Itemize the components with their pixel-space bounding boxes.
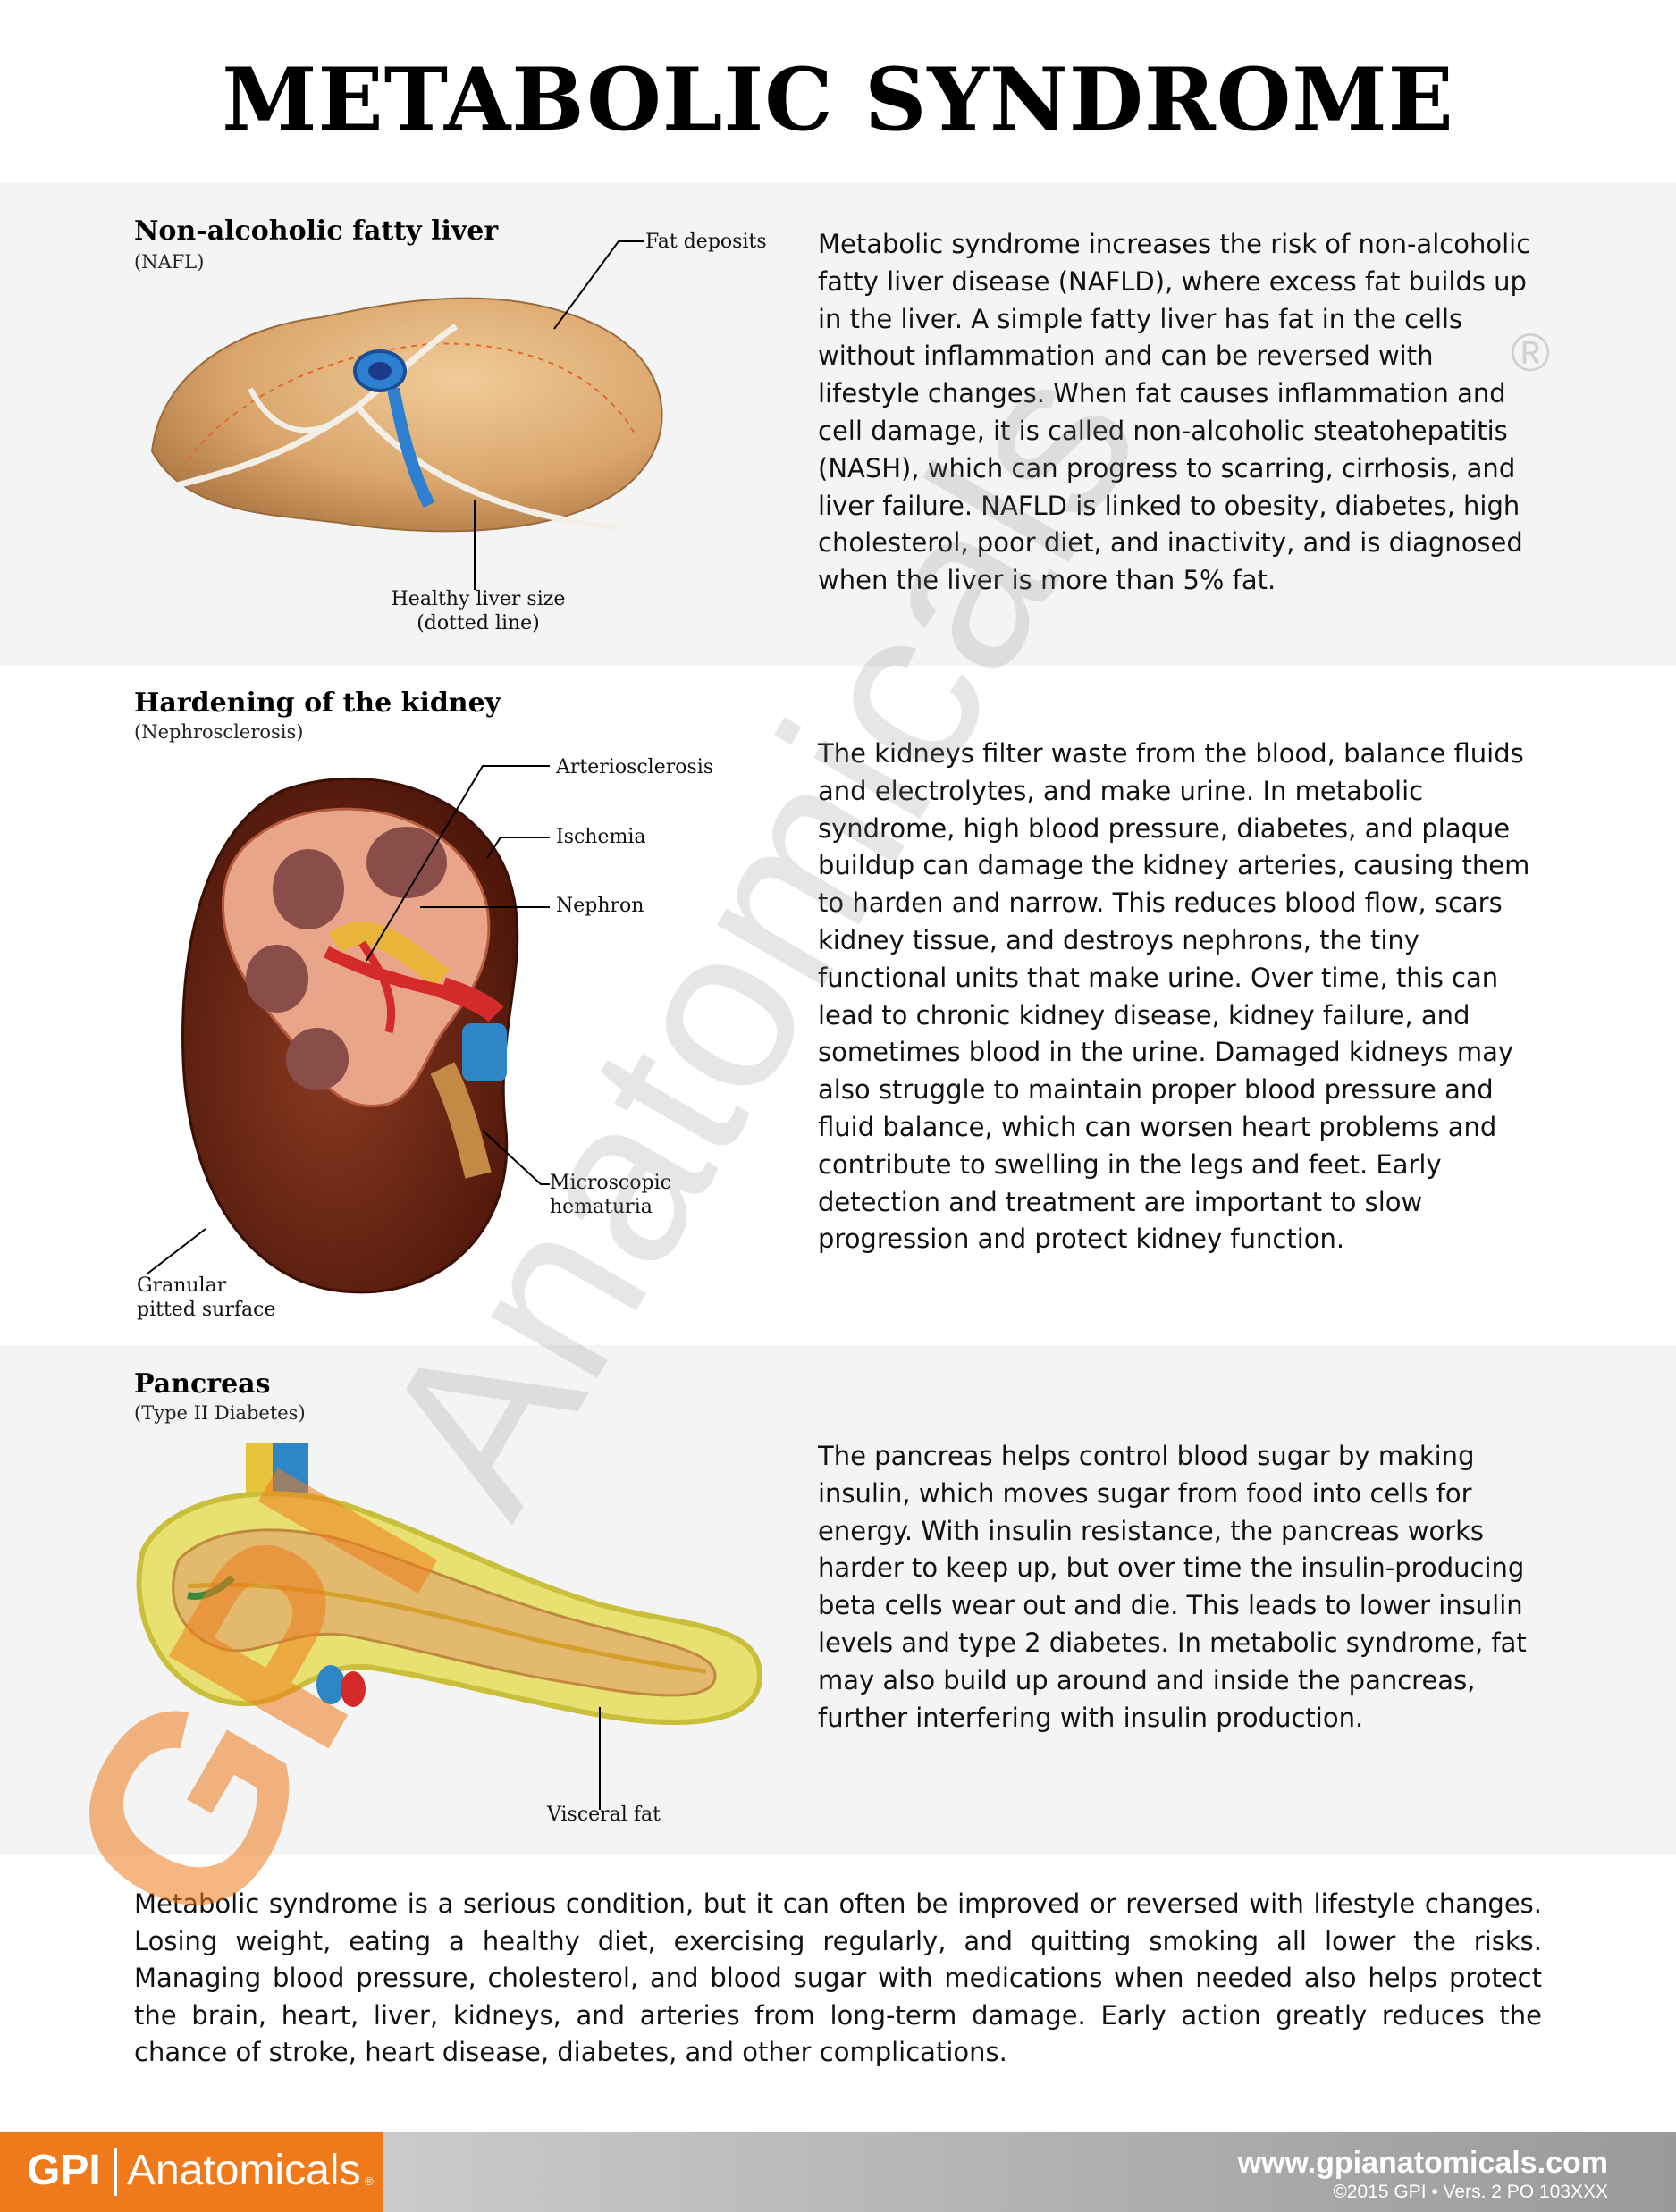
kidney-leaders [147,765,550,1274]
fat-deposits-label: Fat deposits [645,231,767,253]
kidney-heading: Hardening of the kidney [134,687,501,719]
liver-size-leader [474,500,476,590]
kidney-section: Hardening of the kidney (Nephrosclerosis… [0,666,1676,1345]
website-link[interactable]: www.gpianatomicals.com [1237,2146,1608,2180]
liver-text: Metabolic syndrome increases the risk of… [818,229,1531,596]
arteriosclerosis-label: Arteriosclerosis [556,756,714,778]
liver-size-label-line2: (dotted line) [417,612,540,635]
logo-reg-mark: ® [365,2174,374,2188]
hematuria-label-line1: Microscopic [550,1172,671,1194]
kidney-subheading: (Nephrosclerosis) [134,721,304,743]
hematuria-label: Microscopic hematuria [550,1171,671,1219]
hematuria-label-line2: hematuria [550,1196,653,1218]
liver-heading: Non-alcoholic fatty liver [134,215,499,247]
granular-label-line1: Granular [137,1274,227,1297]
page-title: METABOLIC SYNDROME [222,49,1454,150]
visceral-fat-label: Visceral fat [547,1804,661,1826]
pancreas-heading: Pancreas [134,1368,271,1400]
kidney-text: The kidneys filter waste from the blood,… [818,738,1530,1255]
logo-anatomicals-text: Anatomicals [127,2147,361,2194]
granular-label-line2: pitted surface [137,1299,276,1321]
granular-surface-label: Granular pitted surface [137,1274,275,1322]
fat-deposits-leader [553,240,644,330]
pancreas-subheading: (Type II Diabetes) [134,1402,306,1424]
liver-size-label-line1: Healthy liver size [391,588,566,610]
footer-logo[interactable]: GPI Anatomicals ® [0,2132,383,2212]
pancreas-section: Pancreas (Type II Diabetes) Visceral fat… [0,1345,1676,1855]
visceral-fat-leader [599,1707,601,1810]
ischemia-label: Ischemia [556,826,646,848]
pancreas-text: The pancreas helps control blood sugar b… [818,1441,1527,1733]
liver-size-label: Healthy liver size (dotted line) [375,587,581,635]
liver-subheading: (NAFL) [134,251,205,273]
kidney-illustration [181,777,519,1294]
logo-separator [114,2148,117,2196]
nephron-label: Nephron [556,895,644,917]
pancreas-illustration [136,1443,763,1725]
liver-illustration [150,297,663,533]
closing-paragraph: Metabolic syndrome is a serious conditio… [134,1888,1542,2067]
logo-gpi-text: GPI [27,2147,101,2194]
liver-section: Non-alcoholic fatty liver (NAFL) Fat dep… [0,183,1676,666]
copyright-text: ©2015 GPI • Vers. 2 PO 103XXX [1333,2182,1608,2202]
footer: GPI Anatomicals ® www.gpianatomicals.com… [0,2132,1676,2212]
